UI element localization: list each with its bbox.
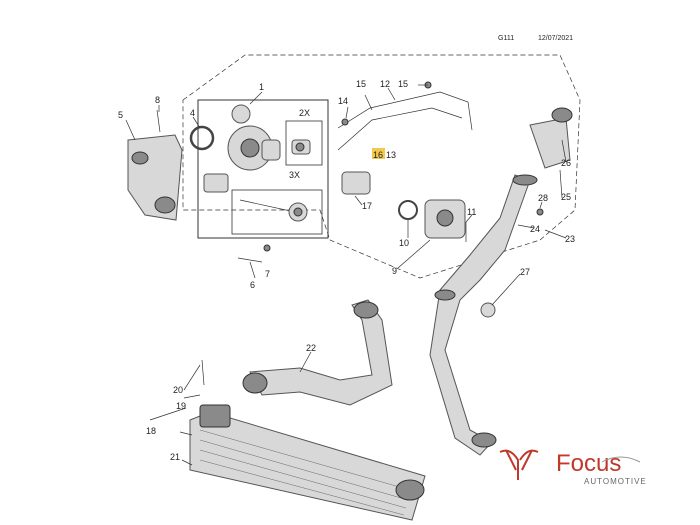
brand-sub: AUTOMOTIVE bbox=[584, 477, 647, 486]
label-21: 21 bbox=[170, 452, 180, 462]
label-23: 23 bbox=[565, 234, 575, 244]
label-22: 22 bbox=[306, 343, 316, 353]
label-28: 28 bbox=[538, 193, 548, 203]
label-2x: 2X bbox=[299, 108, 310, 118]
charge-pipe-22 bbox=[249, 299, 393, 406]
box-3x bbox=[231, 189, 323, 235]
sensor-27 bbox=[480, 302, 496, 318]
assembly-dashed-outline bbox=[182, 54, 581, 279]
turbocharger bbox=[203, 104, 281, 193]
gasket-4 bbox=[189, 125, 215, 151]
box-2x bbox=[285, 120, 323, 166]
throttle-body bbox=[424, 199, 466, 239]
actuator-3x bbox=[239, 199, 308, 222]
label-15a: 15 bbox=[356, 79, 366, 89]
leader-lines bbox=[125, 84, 567, 466]
label-16: 16 bbox=[373, 150, 383, 160]
stud-6 bbox=[237, 257, 263, 263]
label-19: 19 bbox=[176, 401, 186, 411]
brand-name: Focus bbox=[556, 450, 621, 477]
pipe-end bbox=[353, 301, 379, 319]
label-3x: 3X bbox=[289, 170, 300, 180]
label-7: 7 bbox=[265, 269, 270, 279]
brand-swoosh-icon bbox=[601, 456, 641, 463]
label-8: 8 bbox=[155, 95, 160, 105]
logo-mark-icon bbox=[499, 449, 539, 480]
label-18: 18 bbox=[146, 426, 156, 436]
bolt-20 bbox=[201, 359, 205, 386]
label-6: 6 bbox=[250, 280, 255, 290]
label-27: 27 bbox=[520, 267, 530, 277]
banjo-bolt-14 bbox=[341, 118, 349, 126]
diagram-date: 12/07/2021 bbox=[538, 35, 573, 42]
highlight-16 bbox=[372, 148, 385, 159]
hose-clamp-lower bbox=[471, 432, 497, 448]
label-14: 14 bbox=[338, 96, 348, 106]
oil-feed-pipe bbox=[337, 91, 473, 131]
actuator-2x bbox=[291, 139, 311, 155]
pipe-clamp bbox=[242, 372, 268, 394]
label-24: 24 bbox=[530, 224, 540, 234]
label-20: 20 bbox=[173, 385, 183, 395]
bolt-28 bbox=[536, 208, 544, 216]
label-26: 26 bbox=[561, 158, 571, 168]
focus-logo: Focus AUTOMOTIVE bbox=[499, 449, 647, 486]
gasket-10 bbox=[398, 200, 418, 220]
label-1: 1 bbox=[259, 82, 264, 92]
intake-boot-26 bbox=[529, 107, 573, 169]
intercooler bbox=[189, 404, 426, 521]
diagram-code: G111 bbox=[498, 35, 514, 42]
label-4: 4 bbox=[190, 108, 195, 118]
valve-17 bbox=[341, 171, 371, 195]
label-12: 12 bbox=[380, 79, 390, 89]
hose-clamp-24 bbox=[434, 174, 538, 301]
label-15b: 15 bbox=[398, 79, 408, 89]
label-17: 17 bbox=[362, 201, 372, 211]
exhaust-manifold bbox=[127, 134, 183, 221]
label-10: 10 bbox=[399, 238, 409, 248]
label-5: 5 bbox=[118, 110, 123, 120]
label-9: 9 bbox=[392, 266, 397, 276]
oil-return-pipe bbox=[337, 107, 463, 151]
label-25: 25 bbox=[561, 192, 571, 202]
label-11: 11 bbox=[467, 207, 476, 217]
label-13: 13 bbox=[386, 150, 396, 160]
turbo-assembly-box bbox=[197, 99, 329, 239]
nut-7 bbox=[263, 244, 271, 252]
bolt-8 bbox=[156, 109, 161, 133]
